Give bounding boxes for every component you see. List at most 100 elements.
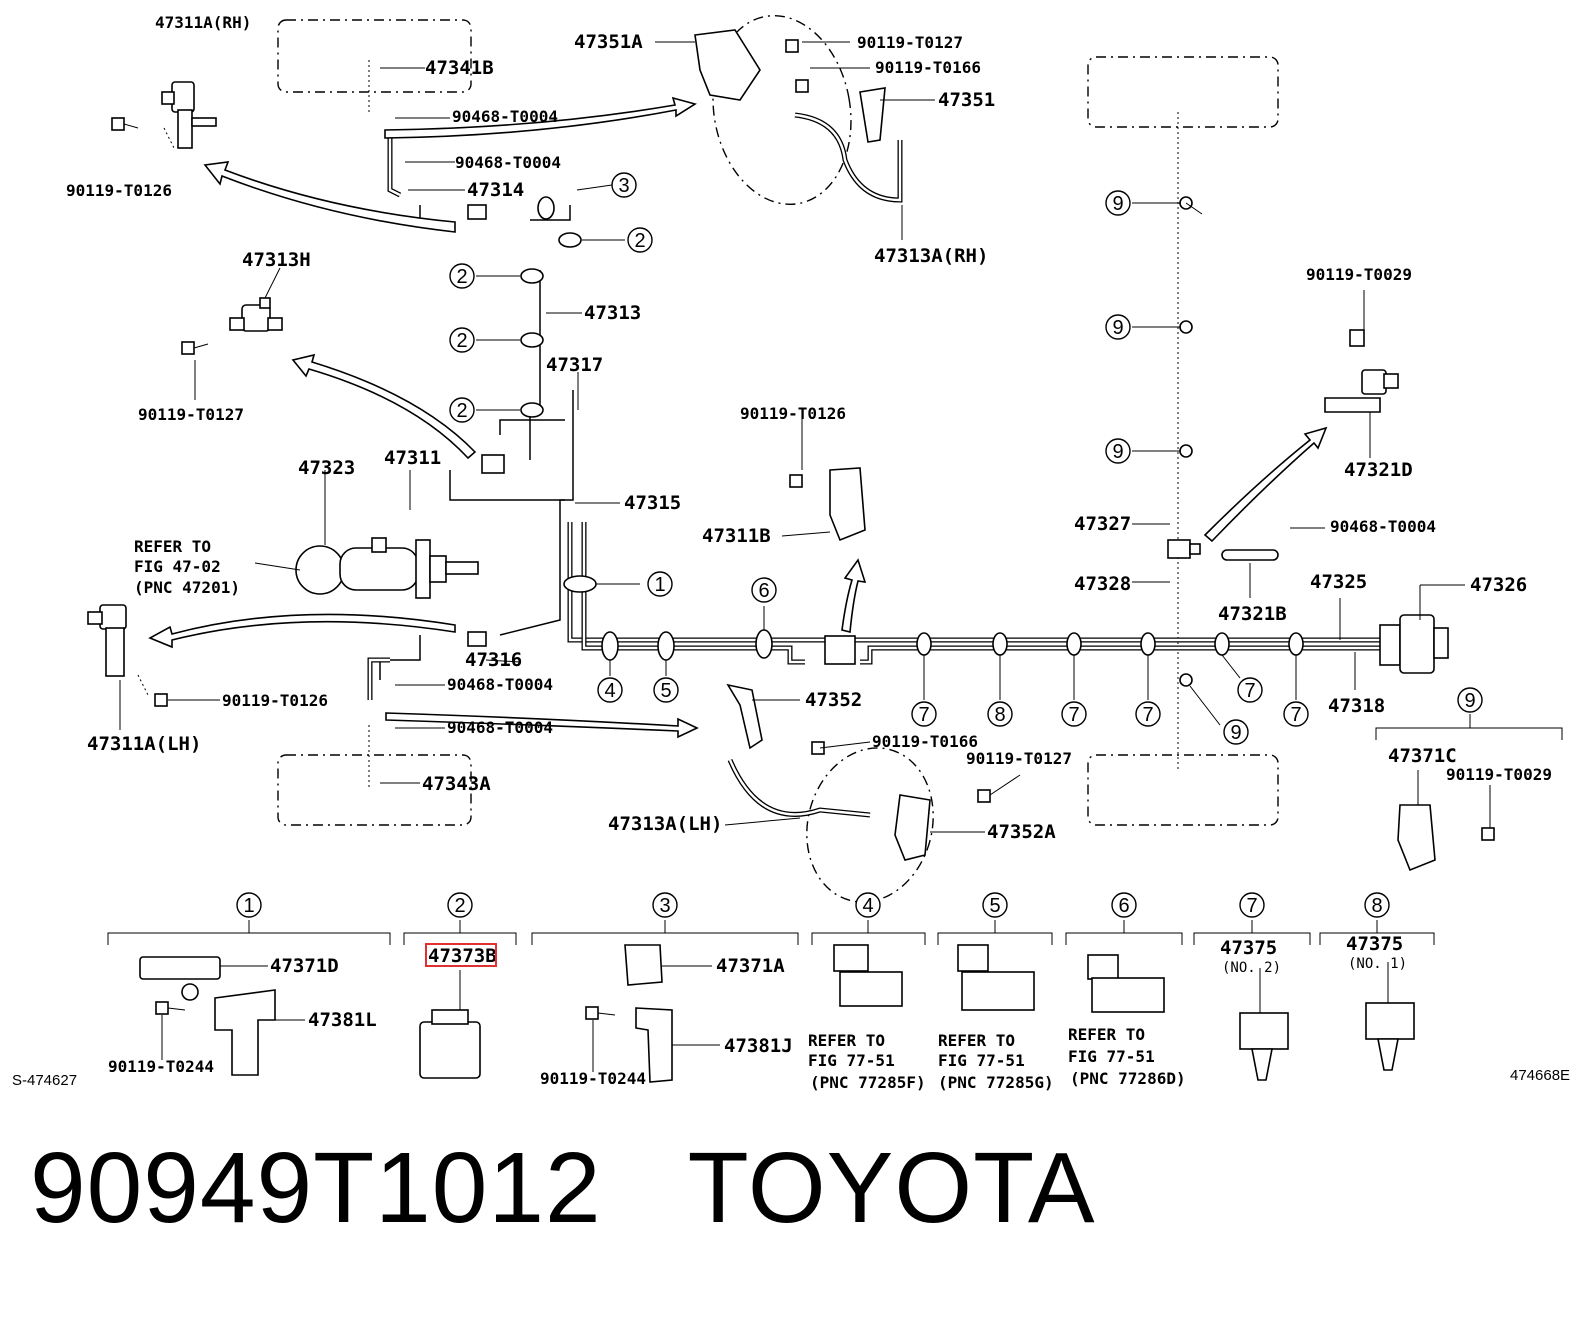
label-47327: 47327	[1074, 513, 1131, 535]
callout-9: 9	[1105, 314, 1131, 340]
label-pnc-77286D: (PNC 77286D)	[1070, 1069, 1186, 1088]
svg-text:9: 9	[1112, 193, 1123, 215]
callout-2: 2	[627, 227, 653, 253]
label-fig-77-51: FIG 77-51	[808, 1051, 895, 1070]
clip-47371D	[139, 956, 221, 1001]
callout-7: 7	[1237, 677, 1263, 703]
ref-box-top-left	[277, 19, 472, 93]
label-90468-T0004: 90468-T0004	[1330, 517, 1436, 536]
svg-text:7: 7	[918, 704, 929, 726]
part-labels: 47311A(RH) 47341B 90468-T0004 90468-T000…	[12, 13, 1570, 1092]
bolt-icon	[1481, 827, 1495, 841]
bracket-47381L	[214, 989, 276, 1076]
callout-2: 2	[447, 892, 473, 918]
junction-47328	[1167, 539, 1201, 559]
valve-47313H	[229, 297, 283, 332]
callout-4: 4	[855, 892, 881, 918]
svg-text:7: 7	[1290, 704, 1301, 726]
clip-47371A	[624, 944, 663, 986]
label-90119-T0127: 90119-T0127	[857, 33, 963, 52]
label-refer-to: REFER TO	[134, 537, 211, 556]
bolt-icon	[154, 693, 168, 707]
label-47316: 47316	[465, 649, 522, 671]
bolt-icon	[1349, 329, 1365, 347]
bracket-47351A	[694, 29, 761, 101]
label-47315: 47315	[624, 492, 681, 514]
label-47313: 47313	[584, 302, 641, 324]
footer: 90949T1012 TOYOTA	[30, 1128, 1096, 1248]
svg-text:7: 7	[1142, 704, 1153, 726]
label-90468-T0004: 90468-T0004	[452, 107, 558, 126]
callout-2: 2	[449, 397, 475, 423]
svg-text:8: 8	[1371, 895, 1382, 917]
callout-9: 9	[1223, 719, 1249, 745]
brand-name: TOYOTA	[687, 1131, 1096, 1244]
label-90468-T0004: 90468-T0004	[447, 675, 553, 694]
label-90119-T0126: 90119-T0126	[740, 404, 846, 423]
callout-1: 1	[236, 892, 262, 918]
clip-77285F	[833, 944, 903, 1007]
label-47328: 47328	[1074, 573, 1131, 595]
callout-6: 6	[1111, 892, 1137, 918]
svg-text:5: 5	[989, 895, 1000, 917]
svg-text:9: 9	[1112, 441, 1123, 463]
figure-code-right: 474668E	[1510, 1067, 1570, 1084]
svg-text:6: 6	[758, 580, 769, 602]
label-47311A-lh: 47311A(LH)	[87, 733, 201, 755]
label-refer-to: REFER TO	[1068, 1025, 1145, 1044]
label-90468-T0004: 90468-T0004	[455, 153, 561, 172]
part-number: 90949T1012	[30, 1131, 602, 1244]
junction-47311	[481, 454, 505, 474]
svg-text:1: 1	[654, 574, 665, 596]
callouts: 1 1 2 2 2 2 2 3 3 4 4 5 5 6 6 7 7 7 7 7 …	[236, 172, 1483, 918]
callout-7: 7	[1061, 701, 1087, 727]
bolt-icon	[977, 789, 991, 803]
bolt-icon	[181, 341, 209, 355]
svg-text:7: 7	[1068, 704, 1079, 726]
svg-text:6: 6	[1118, 895, 1129, 917]
label-47375-no1: 47375	[1346, 933, 1403, 955]
ref-box-bottom-left	[277, 754, 472, 826]
label-47371D: 47371D	[270, 955, 339, 977]
detail-ellipse-lh	[806, 747, 934, 903]
label-90119-T0029: 90119-T0029	[1446, 765, 1552, 784]
svg-text:4: 4	[604, 680, 615, 702]
label-90119-T0126: 90119-T0126	[66, 181, 172, 200]
label-47375-no2: 47375	[1220, 937, 1277, 959]
bolt-icon	[795, 79, 809, 93]
svg-text:1: 1	[243, 895, 254, 917]
svg-text:3: 3	[618, 175, 629, 197]
label-90468-T0004: 90468-T0004	[447, 718, 553, 737]
label-90119-T0244: 90119-T0244	[540, 1069, 646, 1088]
label-fig-77-51: FIG 77-51	[938, 1051, 1025, 1070]
leader-lines	[119, 41, 1563, 833]
parts-diagram: 1 1 2 2 2 2 2 3 3 4 4 5 5 6 6 7 7 7 7 7 …	[12, 13, 1570, 1092]
clip-47375-no2	[1239, 1012, 1289, 1081]
label-47323: 47323	[298, 457, 355, 479]
callout-7: 7	[1135, 701, 1161, 727]
svg-text:2: 2	[454, 895, 465, 917]
clip-77286D	[1087, 954, 1165, 1013]
bolt-icon	[785, 39, 799, 53]
label-47343A: 47343A	[422, 773, 491, 795]
label-47321D: 47321D	[1344, 459, 1413, 481]
label-47373B: 47373B	[428, 945, 497, 967]
label-47371C: 47371C	[1388, 745, 1457, 767]
label-pnc-77285F: (PNC 77285F)	[810, 1073, 926, 1092]
label-47313H: 47313H	[242, 249, 311, 271]
callout-5: 5	[982, 892, 1008, 918]
bracket-47381J	[635, 1007, 673, 1083]
label-47311A-rh: 47311A(RH)	[155, 13, 251, 32]
label-47381J: 47381J	[724, 1035, 793, 1057]
callout-9: 9	[1457, 687, 1483, 713]
label-no2: (NO. 2)	[1222, 960, 1281, 976]
label-pnc-47201: (PNC 47201)	[134, 578, 240, 597]
valve-47321D	[1324, 369, 1399, 413]
label-47321B: 47321B	[1218, 603, 1287, 625]
label-47325: 47325	[1310, 571, 1367, 593]
label-47351A: 47351A	[574, 31, 643, 53]
label-90119-T0127: 90119-T0127	[138, 405, 244, 424]
svg-text:2: 2	[456, 330, 467, 352]
label-fig-77-51: FIG 77-51	[1068, 1047, 1155, 1066]
group-brackets	[107, 920, 1435, 945]
